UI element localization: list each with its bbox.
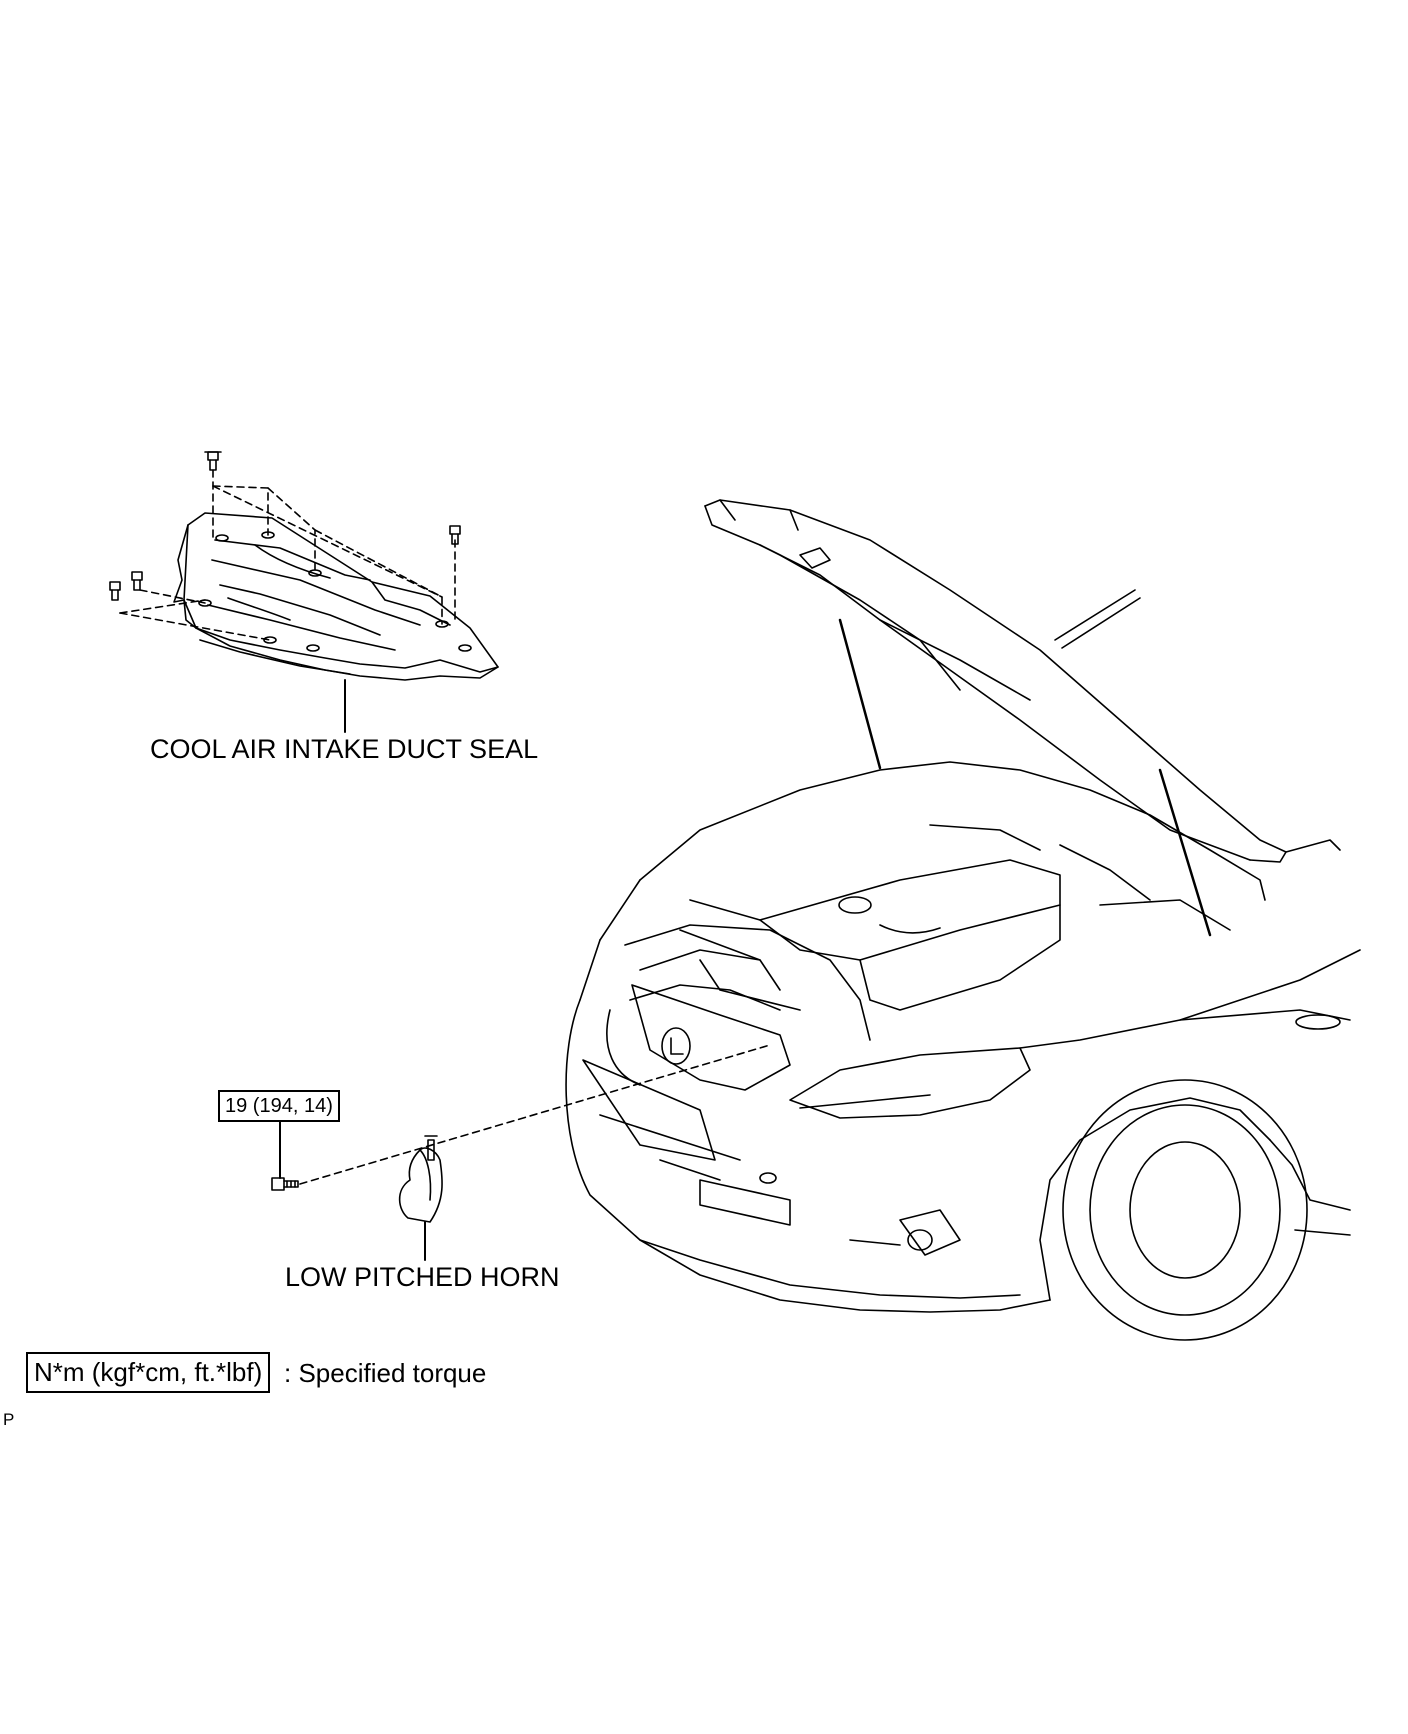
install-guide-line (299, 1044, 771, 1185)
horn-bolt-torque-value: 19 (194, 14) (218, 1090, 340, 1122)
duct-seal-drawing (109, 451, 499, 733)
torque-legend-text: : Specified torque (284, 1358, 487, 1388)
horn-drawing (398, 1135, 443, 1261)
clip-icon (131, 571, 143, 591)
clip-icon (109, 581, 121, 601)
clip-icon (204, 451, 222, 471)
vehicle-drawing (565, 499, 1361, 1341)
horn-label: LOW PITCHED HORN (285, 1262, 560, 1292)
figure-code: P (3, 1410, 15, 1429)
bolt-icon (271, 1117, 299, 1191)
clip-icon (449, 525, 461, 545)
duct-seal-label: COOL AIR INTAKE DUCT SEAL (150, 734, 539, 764)
torque-legend-box: N*m (kgf*cm, ft.*lbf) (26, 1352, 271, 1393)
